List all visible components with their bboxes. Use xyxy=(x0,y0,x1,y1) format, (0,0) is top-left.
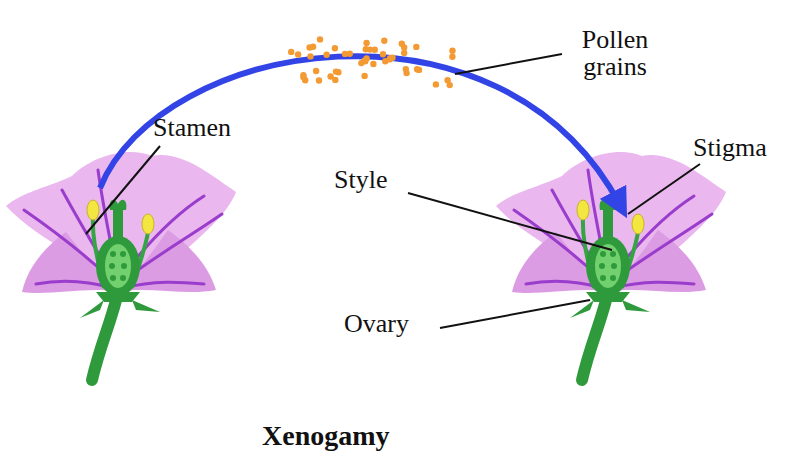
pollen-grain xyxy=(381,38,387,44)
pollen-grain xyxy=(332,45,338,51)
pollen-grain xyxy=(367,46,373,52)
pollen-grain xyxy=(323,52,329,58)
leader-lines xyxy=(86,54,700,328)
pollen-grain xyxy=(414,66,420,72)
pollen-grain xyxy=(433,81,439,87)
figure-caption: Xenogamy xyxy=(262,420,390,452)
pollen-grain xyxy=(413,44,419,50)
pollen-grain xyxy=(342,51,348,57)
pollen-grain xyxy=(317,36,323,42)
pollen-grain xyxy=(370,61,376,67)
pollination-arrow xyxy=(100,56,620,205)
pollen-grain xyxy=(449,48,455,54)
pollen-grain xyxy=(295,51,301,57)
pollen-grain xyxy=(401,50,407,56)
pollen-grain xyxy=(363,40,369,46)
pollen-grain xyxy=(333,68,339,74)
pollen-grain xyxy=(313,68,319,74)
pollen-grain xyxy=(361,73,367,79)
pollen-grain xyxy=(403,70,409,76)
part-label: Stigma xyxy=(693,134,800,161)
pollen-grain xyxy=(307,53,313,59)
pollen-grain xyxy=(380,51,386,57)
pollen-grain xyxy=(332,77,338,83)
part-label: Ovary xyxy=(344,310,440,337)
pollen-grain xyxy=(449,54,455,60)
pollen-grain xyxy=(316,77,322,83)
part-label: Style xyxy=(334,166,424,193)
pollen-grain xyxy=(288,49,294,55)
pollen-grain xyxy=(444,77,450,83)
pollen-grain xyxy=(310,44,316,50)
pollen-grain xyxy=(386,56,392,62)
pollen-grain xyxy=(302,77,308,83)
pollen-label: Pollen grains xyxy=(565,26,665,80)
part-label: Stamen xyxy=(153,114,263,141)
pollen-grain xyxy=(363,55,369,61)
pollen-cloud xyxy=(288,36,456,88)
donor-flower xyxy=(6,152,236,380)
